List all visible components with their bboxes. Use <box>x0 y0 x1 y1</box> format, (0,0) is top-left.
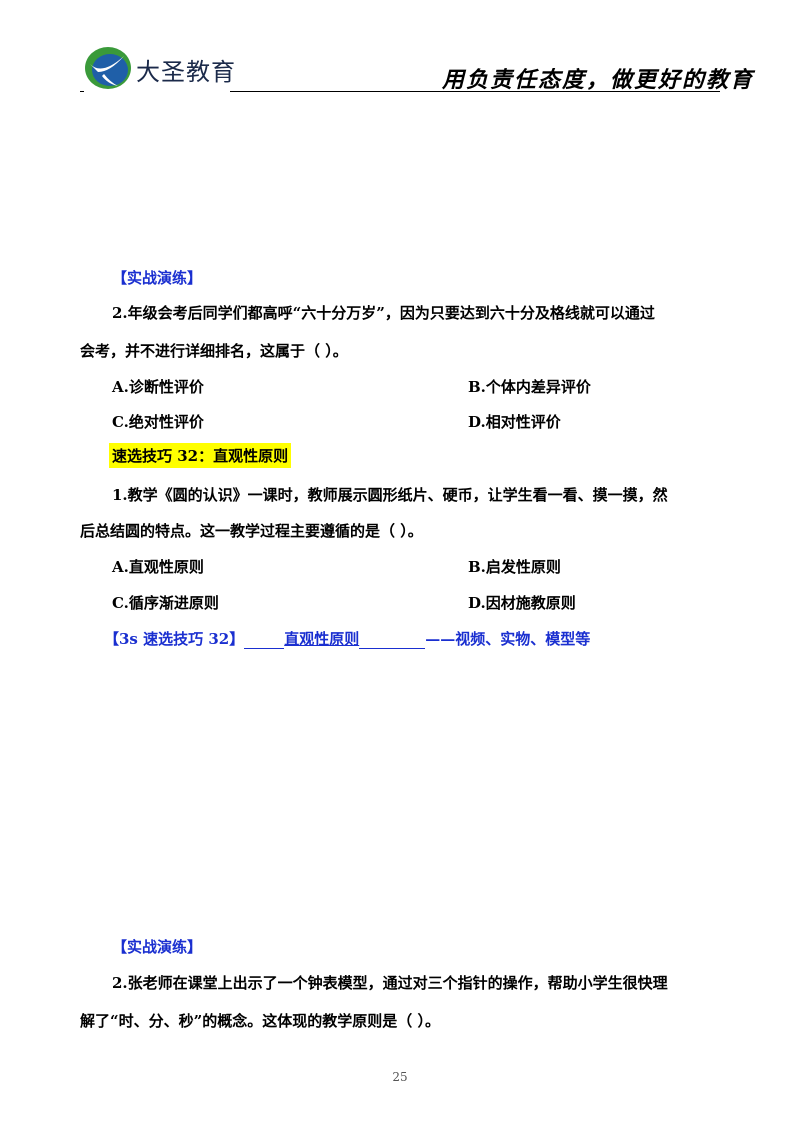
brand-name: 大圣教育 <box>136 58 236 86</box>
skill-option-b: B.启发性原则 <box>468 558 561 576</box>
skill-title: 速选技巧 32：直观性原则 <box>109 443 292 468</box>
header-slogan: 用负责任态度，做更好的教育 <box>442 67 755 93</box>
header-rule-left <box>80 91 84 92</box>
option-a: A.诊断性评价 <box>112 378 204 396</box>
skill-question-line1: 1.教学《圆的认识》一课时，教师展示圆形纸片、硬币，让学生看一看、摸一摸，然 <box>112 486 668 504</box>
skill-tip: 【3s 速选技巧 32】 直观性原则 ——视频、实物、模型等 <box>104 628 590 649</box>
blank-underline <box>244 632 285 649</box>
question-text-line2: 会考，并不进行详细排名，这属于（ ）。 <box>80 342 348 360</box>
skill-option-a: A.直观性原则 <box>112 558 204 576</box>
question-text-line1: 2.年级会考后同学们都高呼“六十分万岁”，因为只要达到六十分及格线就可以通过 <box>112 304 655 322</box>
header-rule <box>230 91 720 92</box>
skill-tip-prefix: 【3s 速选技巧 32】 <box>104 630 245 648</box>
practice-tag: 【实战演练】 <box>112 269 203 287</box>
question2-text-line2: 解了“时、分、秒”的概念。这体现的教学原则是（ ）。 <box>80 1012 440 1030</box>
option-c: C.绝对性评价 <box>112 413 204 431</box>
option-d: D.相对性评价 <box>468 413 561 431</box>
skill-tip-suffix: ——视频、实物、模型等 <box>425 630 591 648</box>
page-number: 25 <box>392 1070 408 1084</box>
dasheng-logo <box>85 47 131 89</box>
blank-underline <box>359 632 426 649</box>
question2-text-line1: 2.张老师在课堂上出示了一个钟表模型，通过对三个指针的操作，帮助小学生很快理 <box>112 974 668 992</box>
skill-tip-answer: 直观性原则 <box>284 630 360 648</box>
skill-option-d: D.因材施教原则 <box>468 594 576 612</box>
practice-tag-2: 【实战演练】 <box>112 938 203 956</box>
skill-question-line2: 后总结圆的特点。这一教学过程主要遵循的是（ ）。 <box>80 522 423 540</box>
option-b: B.个体内差异评价 <box>468 378 591 396</box>
skill-option-c: C.循序渐进原则 <box>112 594 219 612</box>
